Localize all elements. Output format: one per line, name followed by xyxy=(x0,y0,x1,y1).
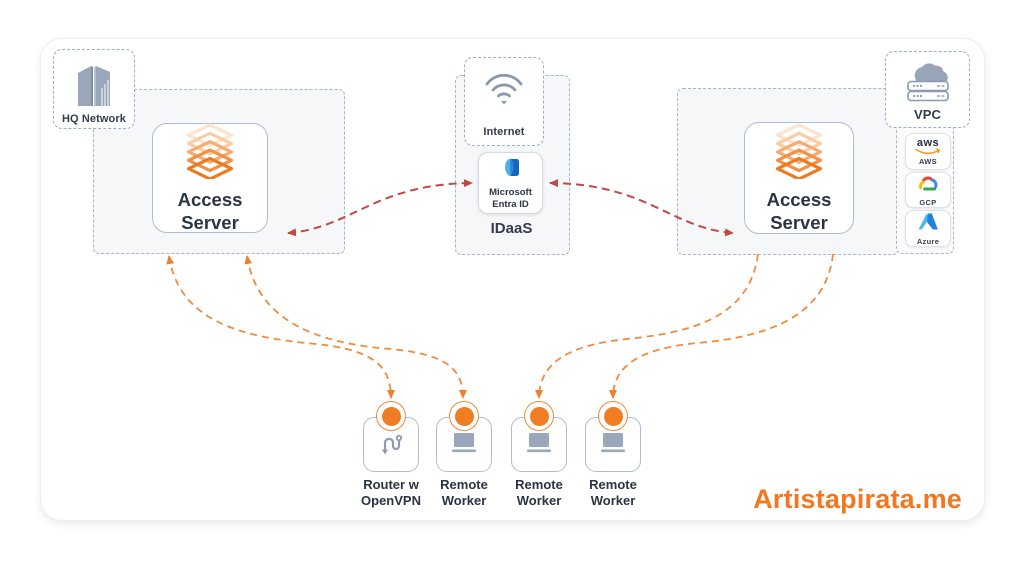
aws-card: aws AWS xyxy=(905,133,951,170)
gcp-label: GCP xyxy=(919,197,937,207)
wifi-icon xyxy=(481,69,527,110)
hq-network-box: HQ Network xyxy=(53,49,135,129)
entra-id-icon xyxy=(500,156,522,184)
vpc-label: VPC xyxy=(913,107,942,122)
gcp-card: GCP xyxy=(905,172,951,208)
laptop-icon xyxy=(524,430,554,459)
building-icon xyxy=(71,58,117,113)
watermark: Artistapirata.me xyxy=(753,484,962,514)
router-icon xyxy=(377,428,405,461)
hq-network-label: HQ Network xyxy=(62,113,126,125)
remote-worker-box-2 xyxy=(511,417,567,472)
azure-label: Azure xyxy=(916,236,940,246)
gcp-logo xyxy=(916,174,940,197)
access-server-logo xyxy=(758,122,840,184)
laptop-icon xyxy=(598,430,628,459)
internet-label: Internet xyxy=(483,126,525,138)
laptop-icon xyxy=(449,430,479,459)
vpn-connection-dot xyxy=(598,401,628,431)
access-server-logo xyxy=(169,122,251,184)
aws-logo: aws xyxy=(914,137,942,156)
vpn-connection-dot xyxy=(449,401,479,431)
azure-card: Azure xyxy=(905,210,951,247)
vpc-box: VPC xyxy=(885,51,970,128)
vpn-connection-dot xyxy=(376,401,406,431)
cloud-servers-icon xyxy=(900,60,956,107)
vpn-connection-dot xyxy=(524,401,554,431)
idaas-label: IDaaS xyxy=(490,220,533,237)
aws-label: AWS xyxy=(919,156,937,166)
azure-logo xyxy=(917,212,939,236)
internet-box: Internet xyxy=(464,57,544,146)
